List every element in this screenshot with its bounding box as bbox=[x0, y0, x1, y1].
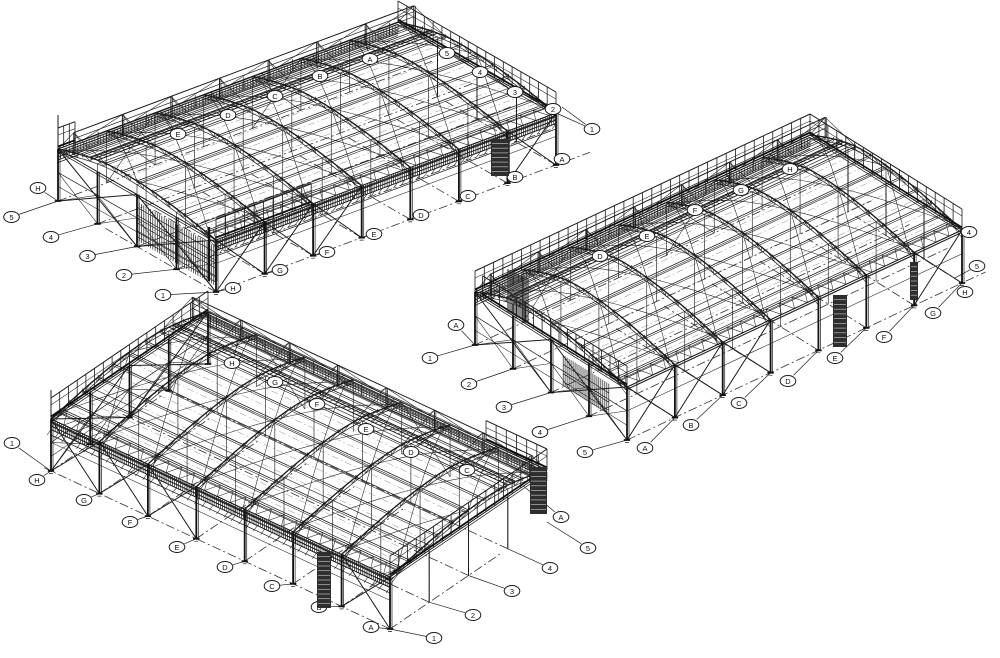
svg-text:5: 5 bbox=[9, 213, 13, 222]
svg-text:E: E bbox=[832, 354, 837, 363]
svg-text:1: 1 bbox=[590, 125, 594, 134]
svg-text:5: 5 bbox=[445, 49, 449, 58]
svg-text:F: F bbox=[315, 400, 320, 409]
svg-text:1: 1 bbox=[10, 439, 14, 448]
svg-text:E: E bbox=[175, 130, 180, 139]
svg-text:4: 4 bbox=[967, 228, 971, 237]
svg-text:C: C bbox=[269, 582, 275, 591]
svg-text:5: 5 bbox=[586, 544, 590, 553]
svg-text:1: 1 bbox=[432, 634, 436, 643]
svg-text:C: C bbox=[464, 466, 470, 475]
svg-text:G: G bbox=[738, 186, 744, 195]
svg-text:F: F bbox=[325, 248, 330, 257]
svg-text:G: G bbox=[272, 378, 278, 387]
svg-text:3: 3 bbox=[502, 403, 506, 412]
svg-text:D: D bbox=[222, 563, 228, 572]
svg-text:D: D bbox=[418, 211, 424, 220]
svg-text:1: 1 bbox=[161, 291, 165, 300]
svg-text:2: 2 bbox=[551, 105, 555, 114]
svg-text:C: C bbox=[736, 399, 742, 408]
svg-text:E: E bbox=[363, 425, 368, 434]
svg-text:A: A bbox=[368, 623, 373, 632]
svg-text:5: 5 bbox=[975, 262, 979, 271]
svg-text:H: H bbox=[787, 165, 792, 174]
svg-text:B: B bbox=[512, 173, 517, 182]
svg-text:A: A bbox=[559, 155, 564, 164]
svg-text:D: D bbox=[785, 377, 791, 386]
svg-text:2: 2 bbox=[471, 611, 475, 620]
svg-text:F: F bbox=[693, 206, 698, 215]
svg-text:C: C bbox=[272, 92, 278, 101]
svg-text:H: H bbox=[35, 184, 40, 193]
svg-text:B: B bbox=[688, 421, 693, 430]
svg-text:4: 4 bbox=[548, 564, 552, 573]
svg-text:2: 2 bbox=[467, 380, 471, 389]
svg-text:H: H bbox=[230, 284, 235, 293]
svg-text:H: H bbox=[229, 359, 234, 368]
svg-text:3: 3 bbox=[510, 587, 514, 596]
svg-text:4: 4 bbox=[538, 428, 542, 437]
svg-text:5: 5 bbox=[583, 448, 587, 457]
svg-text:3: 3 bbox=[85, 252, 89, 261]
svg-text:E: E bbox=[174, 543, 179, 552]
svg-text:D: D bbox=[597, 252, 603, 261]
svg-text:3: 3 bbox=[513, 88, 517, 97]
svg-text:D: D bbox=[225, 111, 231, 120]
svg-text:G: G bbox=[930, 309, 936, 318]
svg-text:E: E bbox=[371, 230, 376, 239]
svg-text:2: 2 bbox=[122, 271, 126, 280]
svg-text:B: B bbox=[317, 72, 322, 81]
svg-text:F: F bbox=[128, 518, 133, 527]
svg-text:A: A bbox=[558, 513, 563, 522]
svg-text:E: E bbox=[644, 232, 649, 241]
svg-text:A: A bbox=[453, 321, 458, 330]
svg-text:G: G bbox=[81, 496, 87, 505]
svg-text:G: G bbox=[277, 266, 283, 275]
svg-text:D: D bbox=[408, 448, 414, 457]
svg-text:4: 4 bbox=[478, 68, 482, 77]
svg-text:H: H bbox=[962, 288, 967, 297]
svg-text:C: C bbox=[465, 192, 471, 201]
svg-text:4: 4 bbox=[49, 233, 53, 242]
svg-text:A: A bbox=[367, 55, 372, 64]
svg-text:H: H bbox=[34, 476, 39, 485]
svg-text:1: 1 bbox=[428, 354, 432, 363]
svg-text:A: A bbox=[642, 444, 647, 453]
svg-text:F: F bbox=[882, 333, 887, 342]
